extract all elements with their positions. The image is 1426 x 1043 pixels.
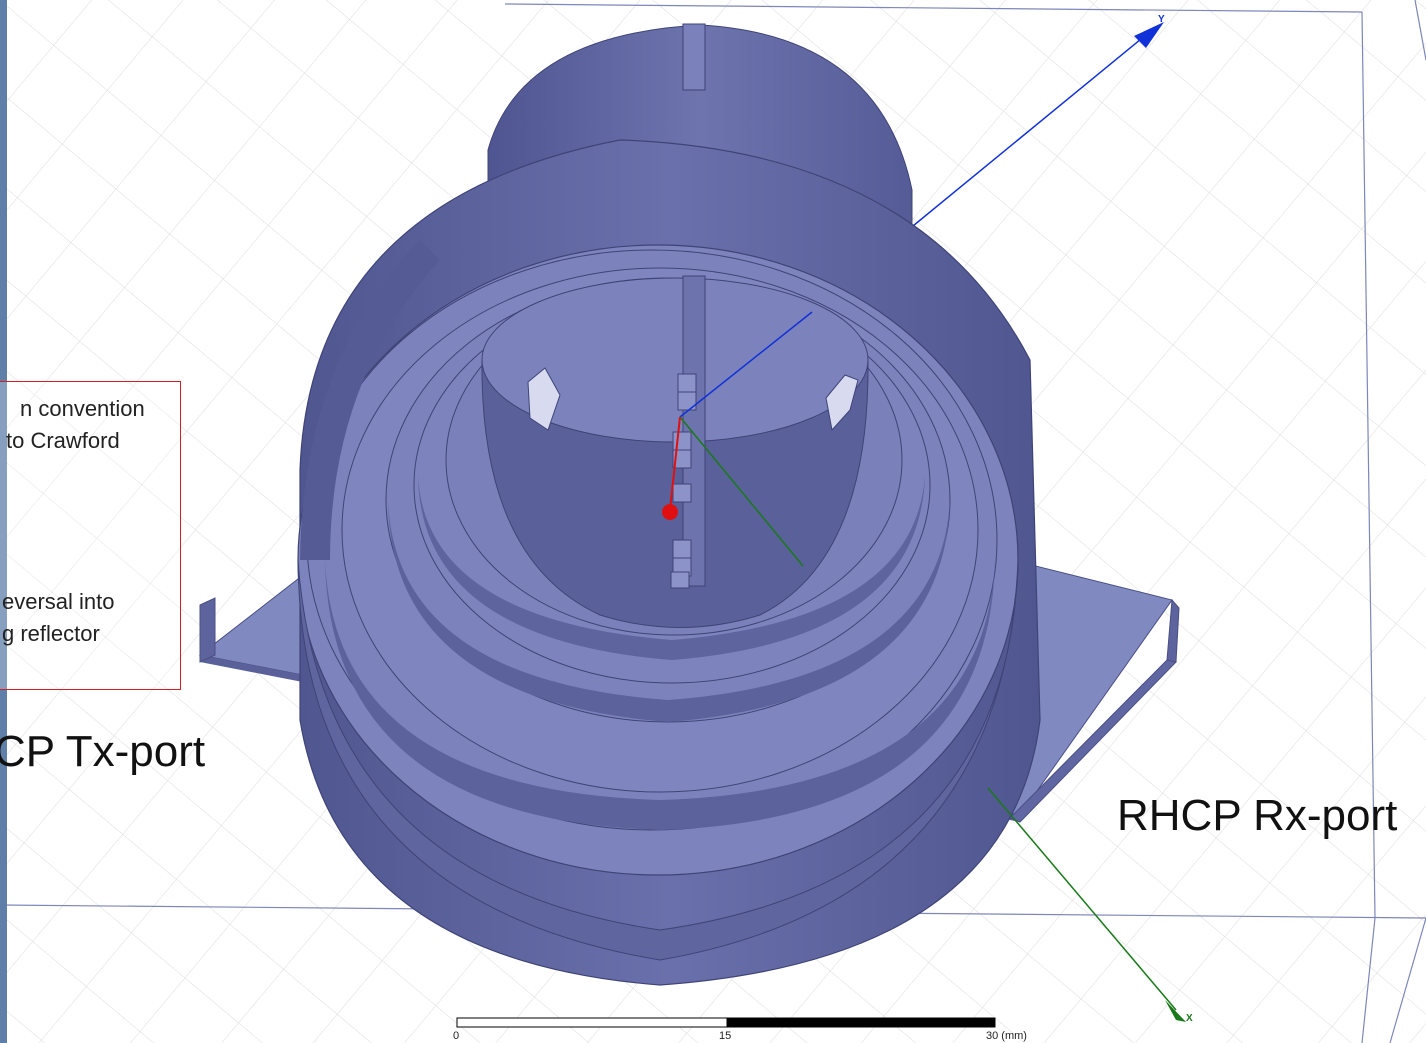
annotation-line-2: to Crawford (6, 428, 120, 453)
annotation-line-1: n convention (20, 396, 145, 421)
annotation-box (0, 381, 181, 690)
window-edge (0, 0, 7, 1043)
y-axis-inner-line (679, 311, 813, 418)
x-axis-label: X (1186, 1013, 1193, 1024)
x-axis-inner-line (679, 416, 804, 567)
y-axis-label: Y (1158, 14, 1165, 25)
z-axis-line (669, 416, 681, 511)
scale-tick-0: 0 (453, 1030, 460, 1042)
main-cylinder (297, 139, 1041, 986)
annotation-line-3: eversal into (2, 589, 115, 614)
annotation-line-4: g reflector (2, 621, 100, 646)
rx-port-label: RHCP Rx-port (1117, 791, 1398, 840)
tx-port-label: CP Tx-port (0, 727, 206, 776)
x-axis-arrowhead (1165, 1000, 1186, 1022)
scale-bar (456, 1017, 996, 1028)
origin-marker (662, 504, 678, 520)
scale-tick-30: 30 (mm) (986, 1030, 1027, 1042)
x-axis-line (987, 787, 1177, 1011)
scale-tick-15: 15 (719, 1030, 732, 1042)
y-axis-arrowhead (1134, 22, 1164, 48)
